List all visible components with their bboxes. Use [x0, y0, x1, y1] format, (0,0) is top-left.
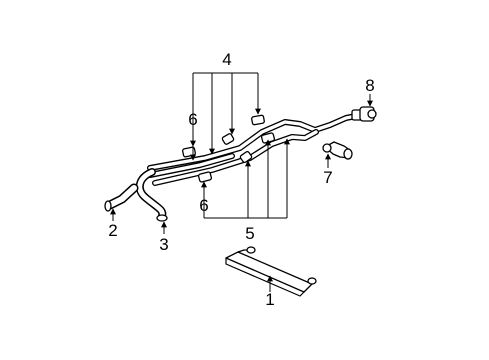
leader-5: [201, 138, 290, 219]
cooler-line-left: [147, 153, 235, 178]
cooler-line-lower: [152, 129, 319, 186]
callout-6-upper: 6: [188, 110, 197, 129]
callout-8: 8: [365, 76, 374, 95]
callout-4: 4: [222, 50, 231, 69]
callout-6-lower: 6: [199, 196, 208, 215]
fitting-part-7: [322, 141, 353, 160]
clamp-part-6-upper: [182, 146, 196, 158]
cooler-part-1: [225, 246, 317, 297]
hose-part-2: [104, 183, 139, 212]
cooler-line-upper: [147, 113, 359, 171]
clamp-part-5-a: [239, 150, 253, 164]
callout-5: 5: [245, 224, 254, 243]
callout-7: 7: [323, 168, 332, 187]
clamp-part-6-lower: [197, 171, 213, 183]
clamp-part-4-b: [251, 114, 265, 126]
callout-2: 2: [108, 221, 117, 240]
connector-part-8: [351, 106, 377, 122]
clamp-part-4-a: [221, 133, 235, 145]
hose-part-3: [135, 168, 168, 222]
callout-1: 1: [265, 290, 274, 309]
callout-3: 3: [159, 235, 168, 254]
leader-4: [190, 72, 261, 161]
